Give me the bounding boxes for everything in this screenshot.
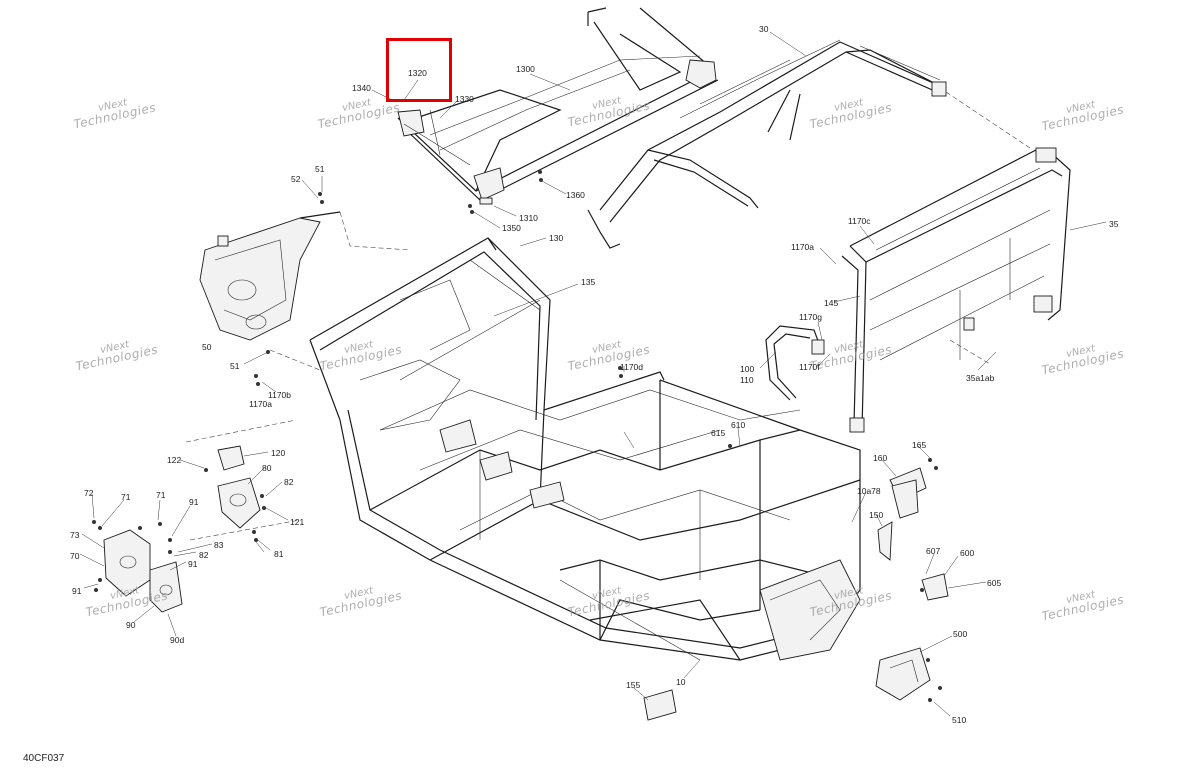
callout-165[interactable]: 165 xyxy=(912,440,927,450)
callout-81[interactable]: 81 xyxy=(274,549,284,559)
callout-1320[interactable]: 1320 xyxy=(408,68,427,78)
callout-1170g[interactable]: 1170g xyxy=(799,312,823,322)
callout-110[interactable]: 110 xyxy=(740,375,754,385)
callout-71-right[interactable]: 71 xyxy=(156,490,166,500)
callout-71-left[interactable]: 71 xyxy=(121,492,131,502)
callout-1170a-left[interactable]: 1170a xyxy=(249,399,273,409)
callout-500[interactable]: 500 xyxy=(953,629,968,639)
callout-51-bottom[interactable]: 51 xyxy=(230,361,240,371)
callout-605[interactable]: 605 xyxy=(987,578,1002,588)
right-side-parts xyxy=(643,444,949,721)
callout-607[interactable]: 607 xyxy=(926,546,941,556)
callout-91-middle[interactable]: 91 xyxy=(188,559,198,569)
callout-135[interactable]: 135 xyxy=(581,277,596,287)
callout-1300[interactable]: 1300 xyxy=(516,64,535,74)
callout-72[interactable]: 72 xyxy=(84,488,94,498)
callout-1360[interactable]: 1360 xyxy=(566,190,585,200)
callout-10a78[interactable]: 10a78 xyxy=(857,486,881,496)
callout-1310[interactable]: 1310 xyxy=(519,213,538,223)
callout-1170a-right[interactable]: 1170a xyxy=(791,242,815,252)
callout-121[interactable]: 121 xyxy=(290,517,305,527)
callout-51-top[interactable]: 51 xyxy=(315,164,325,174)
callout-610[interactable]: 610 xyxy=(731,420,746,430)
callout-120[interactable]: 120 xyxy=(271,448,286,458)
suspension-bracket-70 xyxy=(92,520,183,613)
callout-600[interactable]: 600 xyxy=(960,548,975,558)
callout-52[interactable]: 52 xyxy=(291,174,301,184)
callout-83[interactable]: 83 xyxy=(214,540,224,550)
callout-30[interactable]: 30 xyxy=(759,24,769,34)
rear-hoop-100 xyxy=(765,325,825,401)
callout-82-upper[interactable]: 82 xyxy=(284,477,294,487)
callout-35a1ab[interactable]: 35a1ab xyxy=(966,373,995,383)
callout-35[interactable]: 35 xyxy=(1109,219,1119,229)
callout-160[interactable]: 160 xyxy=(873,453,888,463)
suspension-bracket-120 xyxy=(204,445,266,542)
callout-1350[interactable]: 1350 xyxy=(502,223,521,233)
callout-510[interactable]: 510 xyxy=(952,715,967,725)
callout-73[interactable]: 73 xyxy=(70,530,80,540)
callout-1170f[interactable]: 1170f xyxy=(799,362,820,372)
callout-1330[interactable]: 1330 xyxy=(455,94,474,104)
callout-100[interactable]: 100 xyxy=(740,364,755,374)
callout-145[interactable]: 145 xyxy=(824,298,839,308)
callout-91-upper[interactable]: 91 xyxy=(189,497,199,507)
callout-90d[interactable]: 90d xyxy=(170,635,185,645)
callout-615[interactable]: 615 xyxy=(711,428,726,438)
callout-150[interactable]: 150 xyxy=(869,510,884,520)
callout-70[interactable]: 70 xyxy=(70,551,80,561)
callout-1340[interactable]: 1340 xyxy=(352,83,371,93)
rear-support-frame-1300 xyxy=(397,7,719,201)
callout-10[interactable]: 10 xyxy=(676,677,686,687)
callout-91-lower[interactable]: 91 xyxy=(72,586,82,596)
main-chassis-10 xyxy=(309,237,861,661)
callout-1170d[interactable]: 1170d xyxy=(620,362,644,372)
callout-82-lower[interactable]: 82 xyxy=(199,550,209,560)
callout-130[interactable]: 130 xyxy=(549,233,564,243)
leader-lines xyxy=(79,31,1107,717)
selected-part-highlight xyxy=(386,38,452,102)
callout-90[interactable]: 90 xyxy=(126,620,136,630)
callout-80[interactable]: 80 xyxy=(262,463,272,473)
callout-50[interactable]: 50 xyxy=(202,342,212,352)
roll-cage-30 xyxy=(587,39,947,249)
callout-1170b[interactable]: 1170b xyxy=(268,390,292,400)
callout-155[interactable]: 155 xyxy=(626,680,641,690)
rear-cage-35 xyxy=(841,147,1071,433)
front-bracket-50 xyxy=(199,211,341,341)
callout-1170c[interactable]: 1170c xyxy=(848,216,871,226)
drawing-code: 40CF037 xyxy=(23,753,65,764)
callout-122[interactable]: 122 xyxy=(167,455,182,465)
